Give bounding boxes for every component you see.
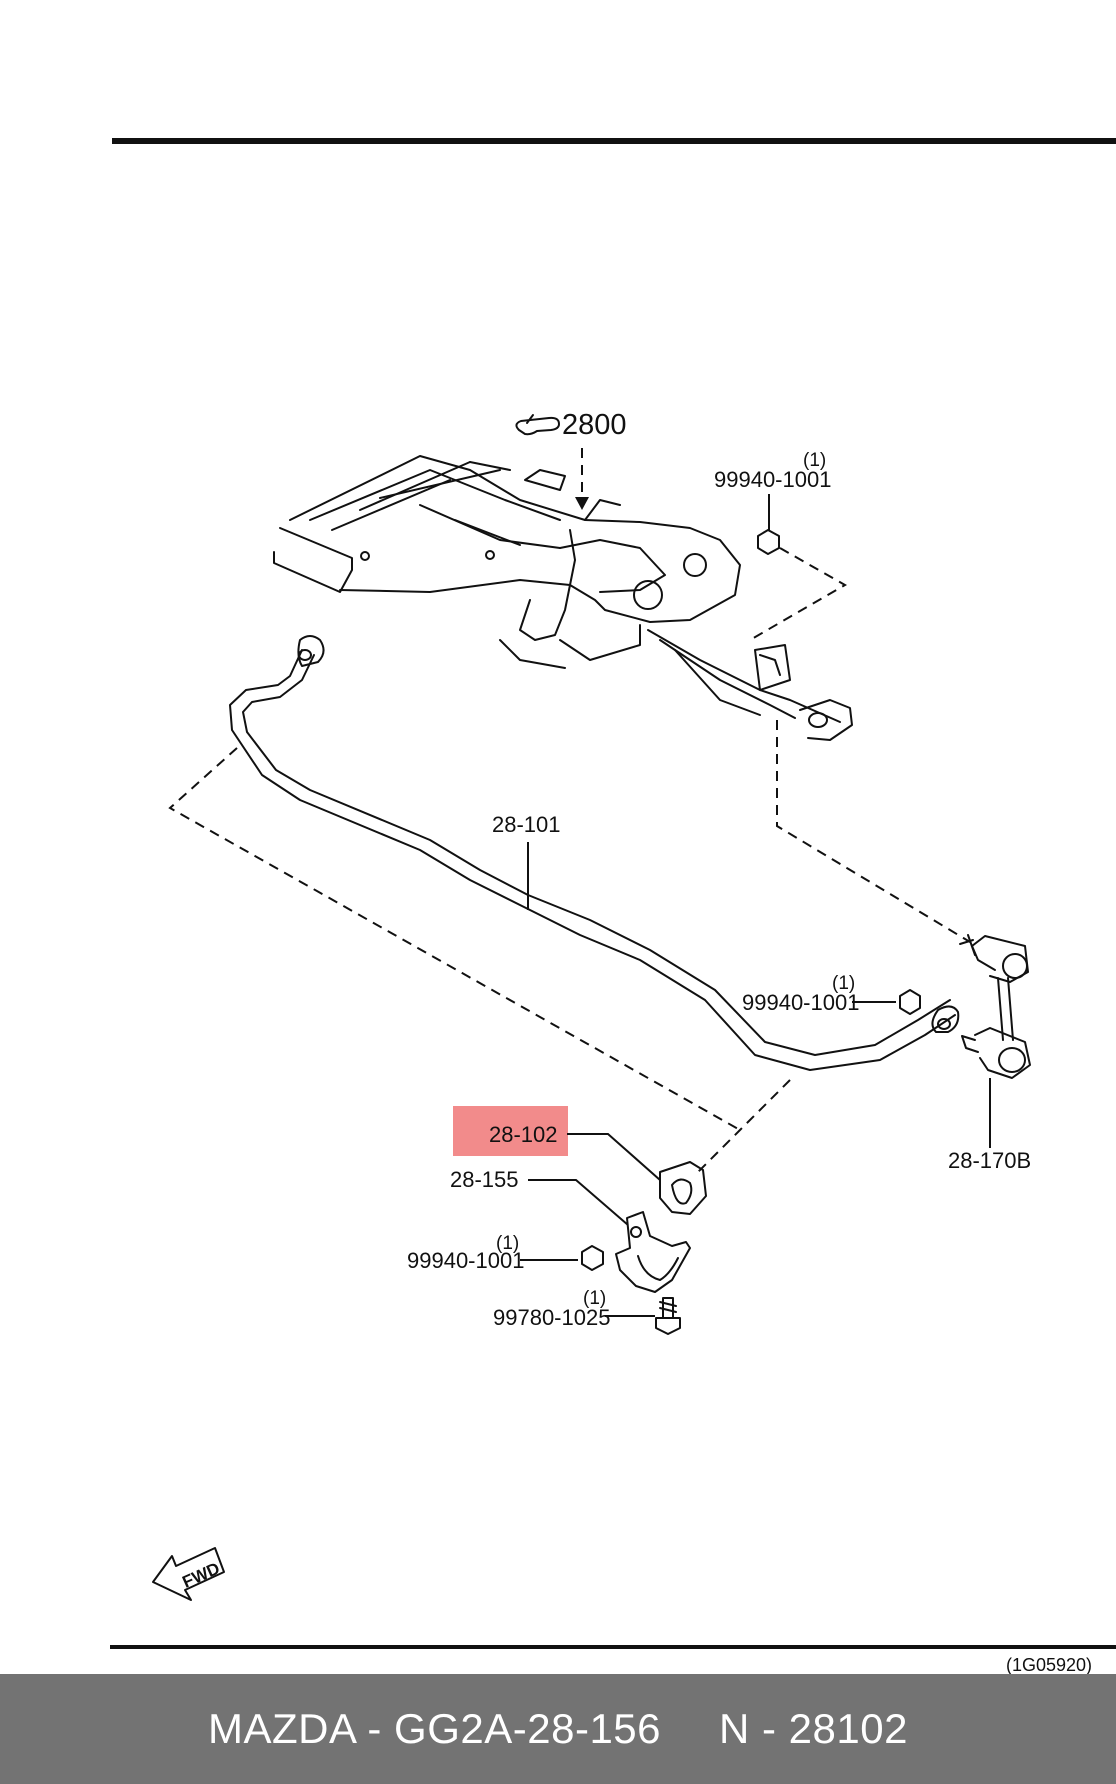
bracket-leader	[528, 1179, 629, 1226]
bolt-qty: (1)	[583, 1288, 606, 1309]
bracket-icon	[615, 1211, 691, 1293]
bolt-icon	[655, 1297, 681, 1335]
bottom-rule	[110, 1645, 1116, 1649]
stabilizer-link[interactable]: 28-170B	[948, 934, 1031, 1173]
nut-top[interactable]: (1) 99940-1001	[714, 450, 848, 641]
nut-bracket-qty: (1)	[496, 1233, 519, 1254]
bolt-label: 99780-1025	[493, 1305, 610, 1330]
nut-top-label: 99940-1001	[714, 467, 831, 492]
footer-part-number: MAZDA - GG2A-28-156	[208, 1705, 662, 1752]
bracket[interactable]: 28-155	[450, 1167, 691, 1293]
nut-mid-icon	[899, 989, 921, 1015]
nut-mid[interactable]: (1) 99940-1001	[742, 973, 921, 1015]
bolt[interactable]: (1) 99780-1025	[493, 1288, 681, 1335]
bushing-label: 28-102	[489, 1122, 558, 1147]
footer-catalog-number: N - 28102	[719, 1705, 908, 1752]
bushing-icon	[659, 1161, 707, 1215]
stabilizer-bar[interactable]: 28-101	[229, 635, 960, 1071]
drawing-code: (1G05920)	[1006, 1655, 1092, 1675]
nut-top-qty: (1)	[803, 450, 826, 471]
fwd-label: FWD	[180, 1559, 223, 1592]
footer-bar	[0, 1674, 1116, 1784]
stabilizer-bar-label: 28-101	[492, 812, 561, 837]
reference-label: 2800	[562, 409, 627, 441]
pointing-hand-icon	[515, 414, 560, 436]
bushing[interactable]: 28-102	[453, 1106, 707, 1215]
nut-bracket-icon	[581, 1245, 604, 1271]
nut-bracket[interactable]: (1) 99940-1001	[407, 1233, 604, 1273]
footer: MAZDA - GG2A-28-156 N - 28102	[0, 1674, 1116, 1784]
nut-mid-qty: (1)	[832, 973, 855, 994]
nut-mid-label: 99940-1001	[742, 990, 859, 1015]
fwd-arrow-icon: FWD	[152, 1547, 225, 1601]
nut-bracket-label: 99940-1001	[407, 1248, 524, 1273]
bracket-label: 28-155	[450, 1167, 519, 1192]
bushing-leader	[567, 1133, 661, 1181]
reference-callout[interactable]: 2800	[515, 409, 627, 510]
subframe-assembly	[273, 455, 853, 741]
top-rule	[112, 138, 1116, 144]
bushing-highlight	[453, 1106, 568, 1156]
link-label: 28-170B	[948, 1148, 1031, 1173]
nut-top-icon	[757, 529, 780, 555]
reference-arrowhead	[575, 497, 589, 510]
